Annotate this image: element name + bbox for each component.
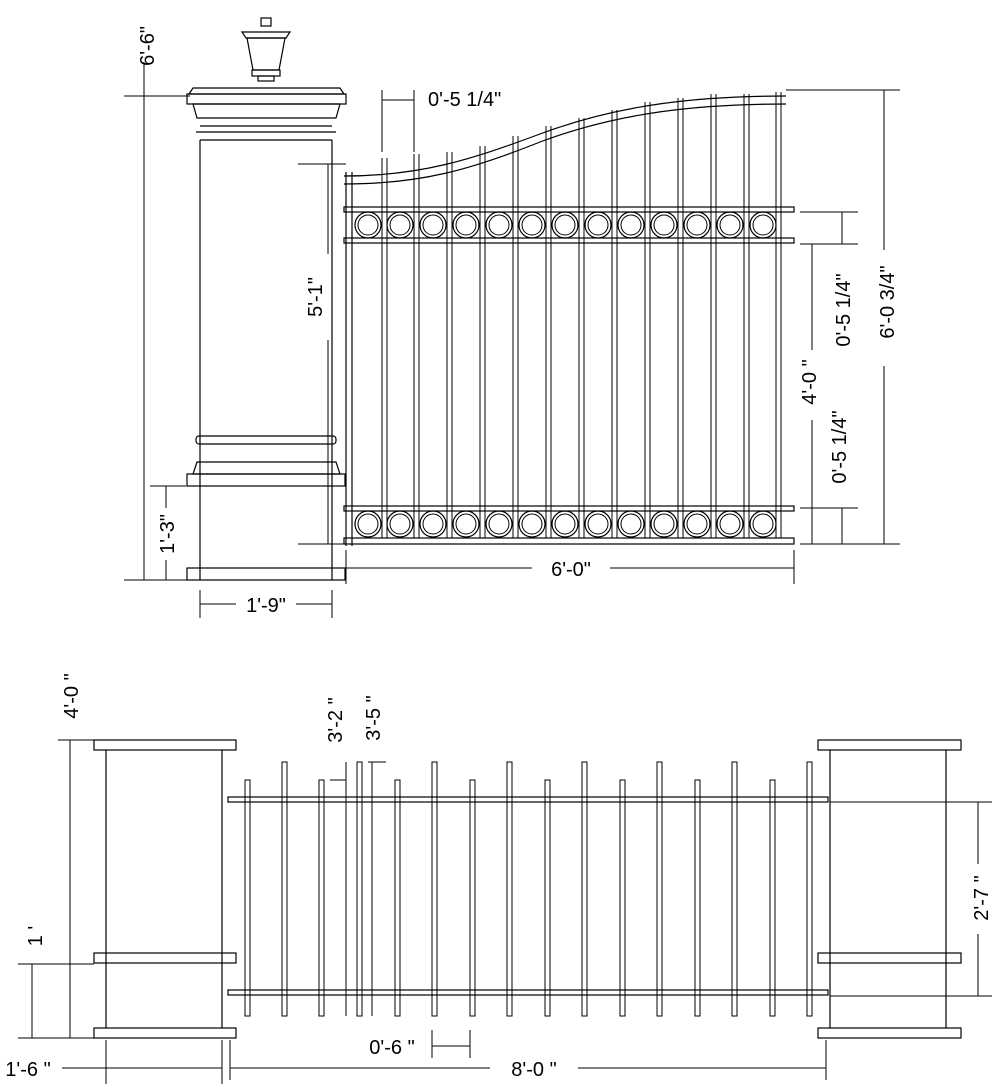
rail-spacing-label: 2'-7 " (971, 875, 993, 920)
column-height-label: 6'-6" (137, 26, 159, 66)
gate-rings-bottom (354, 510, 777, 538)
right-column (817, 739, 962, 1039)
fence-panel-elevation: 4'-0 " 3'-2 " 3'-5 " 1 ' 1'-6 " 0'-6 " 8… (5, 673, 993, 1084)
column-width-label: 1'-9" (246, 595, 286, 617)
arched-top-rail (343, 95, 787, 185)
panel-column-height-label: 4'-0 " (61, 673, 83, 718)
column-base-height-label: 1'-3" (157, 514, 179, 554)
gate-elevation: 6'-6" 1'-3" 1'-9" 5'-1" 0'-5 1/4" 6'-0" … (124, 17, 900, 618)
elevation-dimensions (124, 62, 900, 618)
ring-band-top-label: 0'-5 1/4" (833, 273, 855, 346)
fence-pickets (244, 761, 813, 1017)
base-height-label: 1 ' (25, 926, 47, 947)
gate-width-label: 6'-0" (551, 559, 591, 581)
column-shaft (186, 140, 346, 581)
panel-width-label: 8'-0 " (511, 1059, 556, 1081)
lantern-icon (240, 17, 292, 82)
column-inner-height-label: 5'-1" (305, 277, 327, 317)
gate-frame (343, 172, 795, 546)
ring-band-bottom-label: 0'-5 1/4" (829, 410, 851, 483)
column-cap (186, 87, 347, 141)
panel-column-width-label: 1'-6 " (5, 1059, 50, 1081)
gate-pickets (381, 92, 782, 538)
gate-rings-top (354, 211, 777, 239)
gate-mid-height-label: 4'-0 " (799, 359, 821, 404)
short-picket-label: 3'-2 " (325, 697, 347, 742)
panel-picket-spacing-label: 0'-6 " (369, 1037, 414, 1059)
left-column (93, 739, 237, 1039)
gate-total-height-label: 6'-0 3/4" (877, 265, 899, 338)
picket-spacing-label: 0'-5 1/4" (428, 89, 501, 111)
fence-rails (227, 796, 829, 996)
tall-picket-label: 3'-5 " (363, 695, 385, 740)
panel-dimensions (18, 739, 992, 1084)
